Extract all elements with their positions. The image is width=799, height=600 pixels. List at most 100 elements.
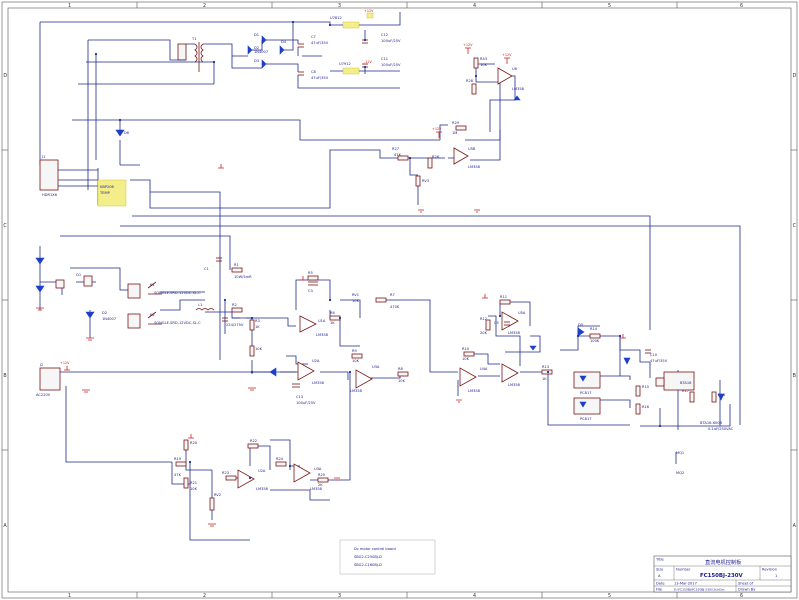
label-r44: R28 xyxy=(466,79,474,83)
resistor-r45 xyxy=(455,125,467,131)
title-block: Title 直流电机控制板 Size A Number FC150BJ-230V… xyxy=(653,555,792,593)
label-r24: R24 xyxy=(276,457,284,461)
resistor-r47 xyxy=(397,155,409,161)
zone-col-6-bottom: 6 xyxy=(740,593,743,599)
value-r21: 10K xyxy=(190,487,198,491)
resistor-r18 xyxy=(711,391,717,403)
resistor-r19 xyxy=(175,461,187,467)
gnd-symbol-8 xyxy=(208,523,216,527)
label-r15: R15 xyxy=(642,385,649,389)
part-lower-2-lm358: LM358 xyxy=(310,487,323,491)
label-u3: U3A xyxy=(372,365,380,369)
value-j2-ac: AC220V xyxy=(36,393,51,397)
part-u6-lm358: LM358 xyxy=(512,87,525,91)
label-d1: D1 xyxy=(254,33,259,37)
label-r13: R13 xyxy=(542,365,549,369)
connector-j1 xyxy=(39,159,59,191)
label-j2: J2 xyxy=(39,363,43,367)
note-line-2: SBG2-C250BJ-D xyxy=(354,555,382,559)
regulator-7912 xyxy=(342,67,360,75)
resistor-r12 xyxy=(485,319,491,331)
value-c11: 100uF/25V xyxy=(381,63,401,67)
zone-row-c-right: C xyxy=(793,223,797,229)
regulator-7812 xyxy=(342,21,360,29)
label-l1: L1 xyxy=(198,303,202,307)
label-u5b: U5B xyxy=(468,147,476,151)
opto-led-1 xyxy=(579,375,587,382)
value-r9: 10K xyxy=(352,359,360,363)
label-r12: R12 xyxy=(480,317,487,321)
value-triac: BTA16-600B xyxy=(700,421,723,425)
label-thermo: TEMP xyxy=(99,191,111,195)
gnd-symbol-7 xyxy=(248,387,256,391)
relay-k1-coil xyxy=(127,283,141,299)
zone-col-4-bottom: 4 xyxy=(473,593,476,599)
resistor-r1 xyxy=(231,267,243,273)
resistor-r3 xyxy=(249,319,255,331)
value-k2: SONGLE-SRD-12VDC-SL-C xyxy=(154,321,201,325)
zone-row-d-right: D xyxy=(793,73,797,79)
value-c7: 47uF/35V xyxy=(311,41,329,45)
transformer-t1 xyxy=(194,43,204,63)
relay-k1-contact xyxy=(147,281,162,295)
opamp-u6 xyxy=(497,67,513,85)
value-k1: SONGLE-SRD-12VDC-SL-C xyxy=(154,291,201,295)
zone-col-5: 5 xyxy=(608,3,611,9)
label-k1: K1 xyxy=(150,283,155,287)
bridge-diode-1 xyxy=(247,45,253,55)
resistor-r4 xyxy=(249,345,255,357)
label-c3: C3 xyxy=(308,289,313,293)
value-r45: 1M xyxy=(452,131,457,135)
label-r47: R27 xyxy=(392,147,399,151)
gnd-symbol-6 xyxy=(456,399,462,403)
zener-z12v xyxy=(623,357,631,365)
zone-row-c: C xyxy=(3,223,7,229)
label-u1: U1A xyxy=(318,319,326,323)
opto-led-2 xyxy=(579,401,587,408)
label-mq2: MQ2 xyxy=(676,471,684,475)
label-r22: R22 xyxy=(250,439,257,443)
value-c8: 47uF/35V xyxy=(311,76,329,80)
switch-q1 xyxy=(83,275,93,287)
label-t1: T1 xyxy=(191,37,196,41)
inductor-l1 xyxy=(195,308,215,311)
part-u3-lm358: LM358 xyxy=(350,389,363,393)
zone-col-5-bottom: 5 xyxy=(608,593,611,599)
opamp-u2 xyxy=(297,361,315,381)
vcc-symbol-8 xyxy=(620,334,626,339)
label-r45: R29 xyxy=(452,121,460,125)
label-r2: R2 xyxy=(232,303,237,307)
resistor-r7 xyxy=(375,297,387,303)
label-d5: D5 xyxy=(578,323,583,327)
value-r6: 1K xyxy=(330,321,335,325)
number-value: FC150BJ-230V xyxy=(700,573,743,579)
label-r9: R9 xyxy=(352,349,357,353)
label-opto-1: PC817 xyxy=(580,391,592,395)
diodes: D6 D2 1N4007 D5 xyxy=(35,95,725,401)
bridge-diode-4 xyxy=(279,45,285,55)
label-r14: R14 xyxy=(590,327,598,331)
rail-vss: -12V xyxy=(364,60,373,64)
resistor-r17 xyxy=(689,391,695,403)
number-label: Number xyxy=(676,568,691,572)
drawing-title: 直流电机控制板 xyxy=(705,558,742,566)
diode-d-u6 xyxy=(513,95,521,101)
label-r6: R6 xyxy=(330,311,335,315)
resistors: R43 10K R28 R29 1M R27 47K R26 R1 10W/5m… xyxy=(174,57,726,511)
triac-gate xyxy=(655,377,665,387)
part-u4-lm358: LM358 xyxy=(468,389,481,393)
zone-row-a-right: A xyxy=(793,523,797,529)
label-rv3: RV3 xyxy=(422,179,429,183)
resistor-r8 xyxy=(397,371,409,377)
value-r47: 47K xyxy=(394,153,402,157)
zone-col-3: 3 xyxy=(338,3,341,9)
zener-dz xyxy=(269,367,277,377)
opamp-lower-2 xyxy=(293,463,311,483)
value-cx: 0.1uF/250VAC xyxy=(708,427,734,431)
part-u2-lm358: LM358 xyxy=(312,381,325,385)
label-r16: R16 xyxy=(642,405,650,409)
part-lower-1-lm358: LM358 xyxy=(256,487,269,491)
label-c7: C7 xyxy=(311,35,316,39)
gnd-symbol-5 xyxy=(82,389,90,393)
